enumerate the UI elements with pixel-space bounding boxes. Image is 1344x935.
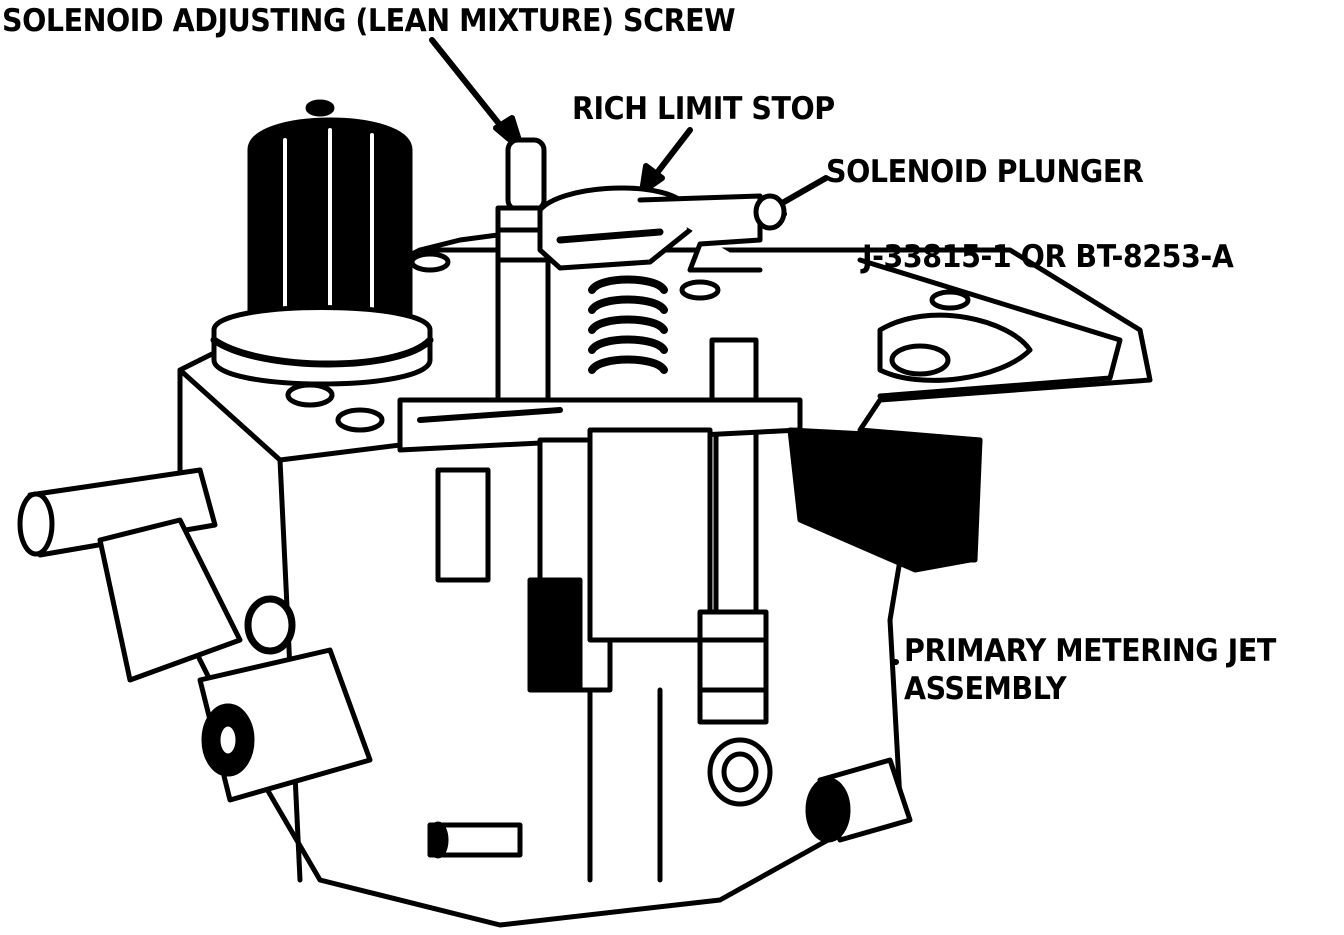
plunger-arm xyxy=(637,193,787,273)
rich-limit-stop-bracket xyxy=(537,185,693,271)
bottom-details xyxy=(427,737,913,859)
solenoid-cylinder xyxy=(210,99,434,387)
label-solenoid-plunger: SOLENOID PLUNGER xyxy=(826,154,1144,190)
label-rich-limit-stop: RICH LIMIT STOP xyxy=(572,91,835,127)
fuel-inlet-tube xyxy=(17,467,373,803)
label-assembly: ASSEMBLY xyxy=(904,671,1067,707)
label-solenoid-adjusting-screw: SOLENOID ADJUSTING (LEAN MIXTURE) SCREW xyxy=(2,3,736,39)
metering-jet xyxy=(697,609,769,725)
label-tool-number: J-33815-1 OR BT-8253-A xyxy=(862,239,1234,275)
spring xyxy=(588,275,668,374)
label-primary-metering-jet: PRIMARY METERING JET xyxy=(904,633,1276,669)
arrowhead-rich-limit xyxy=(639,163,665,195)
adjusting-screw xyxy=(495,137,551,411)
dark-block xyxy=(787,427,983,573)
lower-bores xyxy=(435,427,713,883)
